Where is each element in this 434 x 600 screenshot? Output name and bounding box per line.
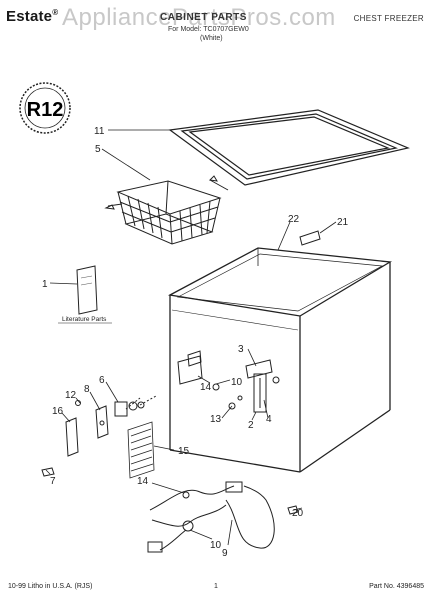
vent-grille: [127, 421, 155, 479]
callout-1: 1: [42, 279, 48, 290]
callout-numbers: 11 5 22 21 1 3 4 14 10 12 8 6 16 13 2 15…: [42, 126, 349, 559]
part-21-bracket: [299, 230, 321, 246]
brand-name: Estate: [6, 8, 53, 25]
appliance-type: CHEST FREEZER: [353, 14, 424, 23]
callout-8: 8: [84, 384, 90, 395]
literature-booklet: [76, 265, 98, 315]
model-subtitle: For Model: TC0707GEW0: [168, 26, 249, 33]
r12-badge-text: R12: [27, 99, 64, 121]
callout-5: 5: [95, 144, 101, 155]
callout-21: 21: [337, 217, 349, 228]
footer-page-number: 1: [214, 583, 218, 590]
watermark: AppliancePartsPros.com: [62, 4, 336, 31]
hinge-right-assembly: [228, 359, 280, 413]
callout-9: 9: [222, 548, 228, 559]
wiring-harness: [147, 481, 299, 553]
callout-7: 7: [50, 476, 56, 487]
callout-14: 14: [200, 382, 212, 393]
leader-lines: [45, 129, 337, 546]
hinge-left-assembly: [177, 350, 220, 391]
callout-2: 2: [248, 420, 254, 431]
callout-10: 10: [231, 377, 243, 388]
door-gasket: [168, 109, 410, 186]
model-color-code: (White): [200, 35, 223, 42]
callout-4: 4: [266, 414, 272, 425]
callout-20: 20: [292, 508, 304, 519]
callout-10-wiring: 10: [210, 540, 222, 551]
callout-14-wiring: 14: [137, 476, 149, 487]
callout-15: 15: [178, 446, 190, 457]
callout-12: 12: [65, 390, 77, 401]
brand-logo: Estate®: [6, 8, 59, 25]
callout-16: 16: [52, 406, 64, 417]
page-title: CABINET PARTS: [160, 12, 247, 23]
r12-badge: R12: [19, 82, 71, 134]
cabinet: [167, 247, 392, 473]
callout-22: 22: [288, 214, 300, 225]
footer-part-number: Part No. 4396485: [369, 583, 424, 590]
storage-basket: [104, 175, 229, 245]
callout-11: 11: [94, 126, 105, 137]
callout-13: 13: [210, 414, 222, 425]
literature-parts-label: Literature Parts: [62, 316, 107, 323]
callout-3: 3: [238, 344, 244, 355]
footer-litho: 10-99 Litho in U.S.A. (RJS): [8, 583, 93, 590]
callout-6: 6: [99, 375, 105, 386]
